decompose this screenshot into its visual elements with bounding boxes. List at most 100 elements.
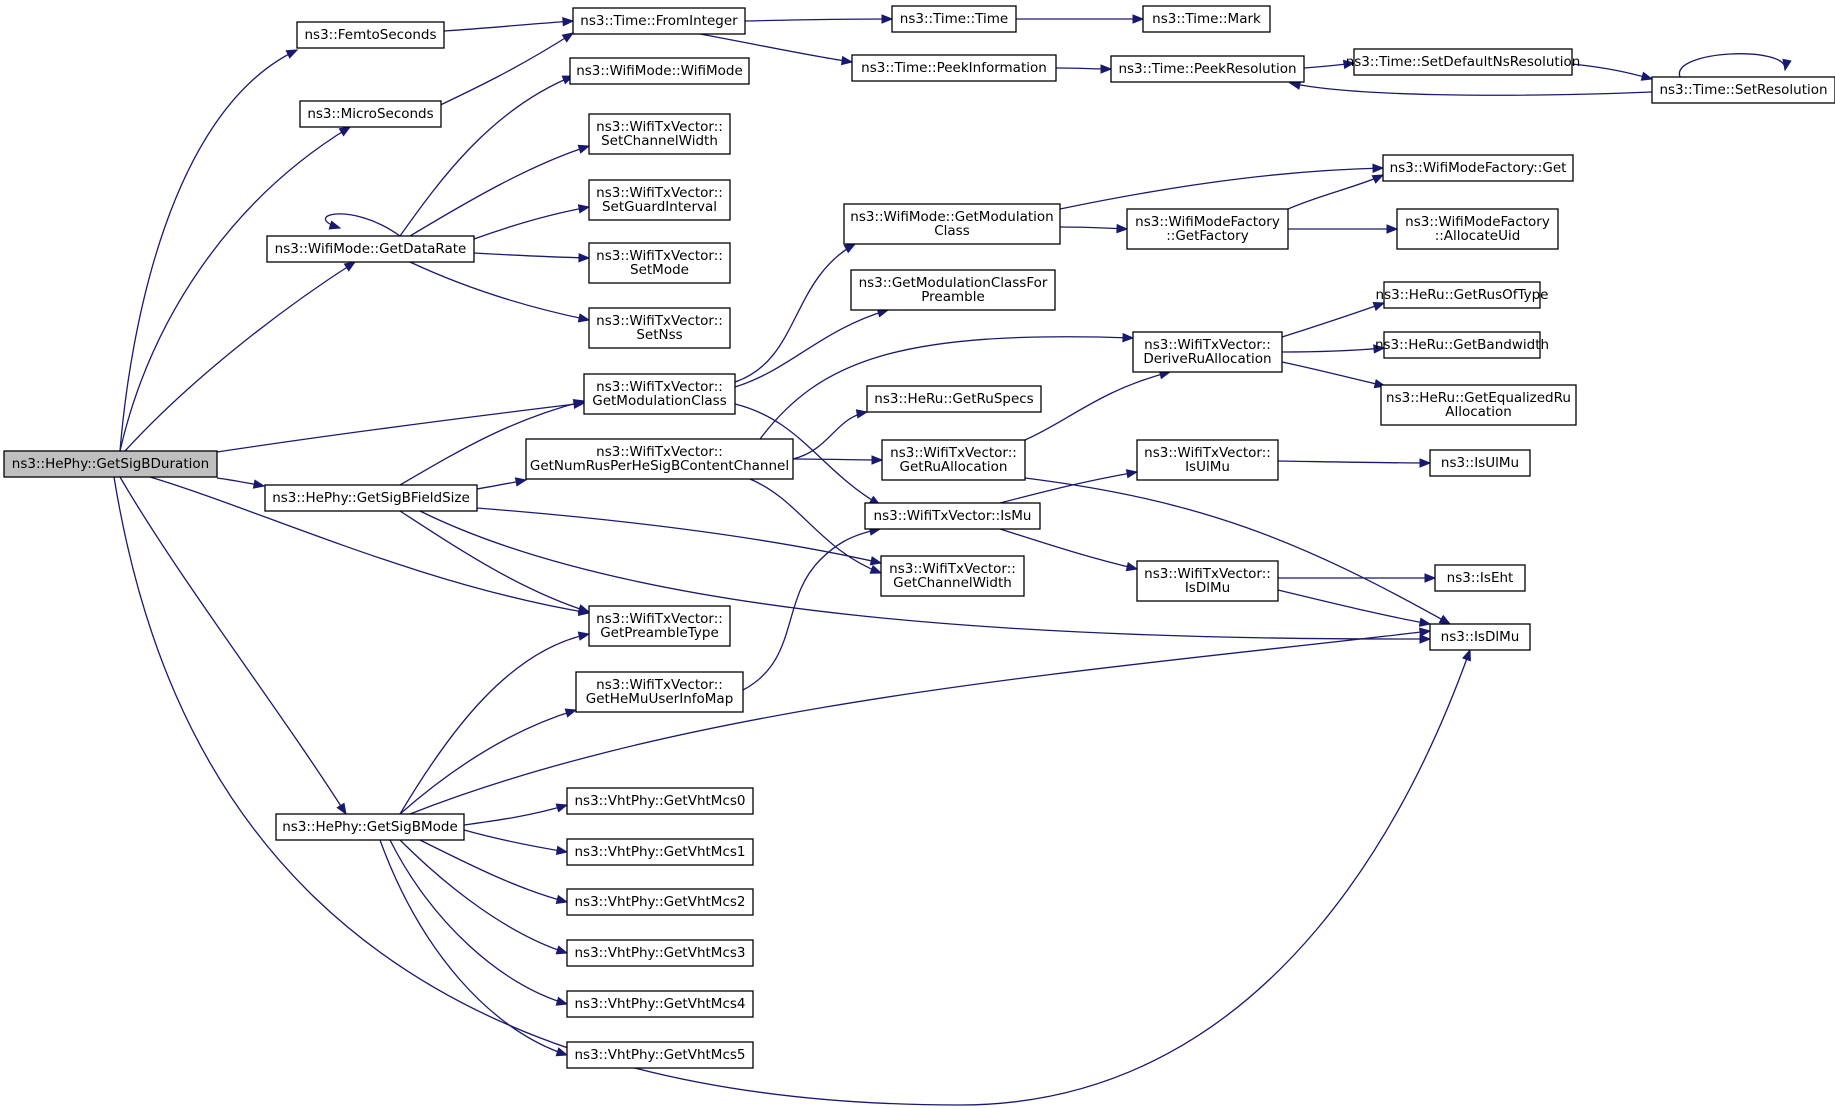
arrowhead-icon bbox=[577, 631, 591, 641]
node-getrualloc[interactable]: ns3::WifiTxVector::GetRuAllocation bbox=[881, 439, 1026, 481]
node-vht4[interactable]: ns3::VhtPhy::GetVhtMcs4 bbox=[566, 990, 754, 1018]
edge-line bbox=[1277, 460, 1431, 464]
node-box bbox=[588, 179, 731, 221]
node-getmodclass[interactable]: ns3::WifiTxVector::GetModulationClass bbox=[583, 373, 736, 415]
arrowhead-icon bbox=[1122, 332, 1135, 343]
node-wmfget[interactable]: ns3::WifiModeFactory::Get bbox=[1382, 154, 1574, 182]
edge-line bbox=[463, 829, 568, 853]
call-edge-to-isulmu bbox=[1277, 458, 1432, 468]
edge-line bbox=[1059, 167, 1384, 210]
node-setgi[interactable]: ns3::WifiTxVector::SetGuardInterval bbox=[588, 179, 731, 221]
call-edge-to-getfactory bbox=[1059, 223, 1129, 234]
node-label: ns3::WifiMode::WifiMode bbox=[576, 63, 743, 79]
node-vht1[interactable]: ns3::VhtPhy::GetVhtMcs1 bbox=[566, 838, 754, 866]
node-isulmu[interactable]: ns3::IsUlMu bbox=[1429, 449, 1531, 477]
node-microseconds[interactable]: ns3::MicroSeconds bbox=[299, 100, 442, 128]
node-timemark[interactable]: ns3::Time::Mark bbox=[1142, 5, 1271, 33]
node-vht0[interactable]: ns3::VhtPhy::GetVhtMcs0 bbox=[566, 787, 754, 815]
node-timetime[interactable]: ns3::Time::Time bbox=[891, 5, 1017, 33]
edge-line bbox=[399, 839, 568, 954]
arrowhead-icon bbox=[1418, 617, 1432, 627]
call-edge-to-isdlmu bbox=[1024, 477, 1452, 625]
node-allocuid[interactable]: ns3::WifiModeFactory::AllocateUid bbox=[1396, 208, 1559, 250]
node-box bbox=[1382, 154, 1574, 182]
call-edge-to-timetime bbox=[744, 14, 894, 24]
node-getchw[interactable]: ns3::WifiTxVector::GetChannelWidth bbox=[880, 555, 1025, 597]
node-getbw[interactable]: ns3::HeRu::GetBandwidth bbox=[1375, 331, 1549, 359]
node-isdlmu[interactable]: ns3::IsDlMu bbox=[1429, 623, 1531, 651]
node-box bbox=[566, 888, 754, 916]
call-edge-to-vht1 bbox=[463, 829, 569, 855]
node-fromint[interactable]: ns3::Time::FromInteger bbox=[572, 7, 746, 35]
node-setres[interactable]: ns3::Time::SetResolution bbox=[1651, 76, 1835, 104]
call-edge-to-deriverualloc bbox=[1024, 370, 1172, 441]
node-vht2[interactable]: ns3::VhtPhy::GetVhtMcs2 bbox=[566, 888, 754, 916]
node-vht5[interactable]: ns3::VhtPhy::GetVhtMcs5 bbox=[566, 1041, 754, 1069]
node-setmode[interactable]: ns3::WifiTxVector::SetMode bbox=[588, 242, 731, 284]
node-label: ns3::Time::SetResolution bbox=[1659, 82, 1827, 98]
edge-line bbox=[389, 839, 568, 1005]
call-edge-to-setchw bbox=[409, 144, 591, 237]
node-vht3[interactable]: ns3::VhtPhy::GetVhtMcs3 bbox=[566, 939, 754, 967]
node-setnss[interactable]: ns3::WifiTxVector::SetNss bbox=[588, 307, 731, 349]
arrowhead-icon bbox=[555, 945, 569, 955]
edge-line bbox=[113, 476, 1471, 1106]
node-label: ns3::WifiTxVector:: bbox=[596, 677, 723, 693]
node-label: ns3::WifiModeFactory::Get bbox=[1390, 160, 1567, 176]
node-box bbox=[588, 307, 731, 349]
edge-line bbox=[399, 633, 590, 815]
node-box bbox=[843, 203, 1061, 245]
node-peekres[interactable]: ns3::Time::PeekResolution bbox=[1110, 55, 1305, 83]
node-iseht[interactable]: ns3::IsEht bbox=[1434, 564, 1526, 592]
arrowhead-icon bbox=[1125, 469, 1139, 479]
edge-line bbox=[1287, 174, 1384, 210]
call-edge-to-getpreamble bbox=[399, 631, 591, 815]
node-getrusoftype[interactable]: ns3::HeRu::GetRusOfType bbox=[1376, 281, 1549, 309]
node-label: ns3::FemtoSeconds bbox=[304, 27, 436, 43]
node-getnumrus[interactable]: ns3::WifiTxVector::GetNumRusPerHeSigBCon… bbox=[525, 438, 794, 480]
node-isulmu_m[interactable]: ns3::WifiTxVector::IsUlMu bbox=[1136, 439, 1279, 481]
edge-line bbox=[409, 145, 590, 237]
node-label: ns3::WifiTxVector:: bbox=[596, 444, 723, 460]
node-setchw[interactable]: ns3::WifiTxVector::SetChannelWidth bbox=[588, 113, 731, 155]
node-peekinfo[interactable]: ns3::Time::PeekInformation bbox=[851, 54, 1057, 82]
node-getpreamble[interactable]: ns3::WifiTxVector::GetPreambleType bbox=[588, 605, 731, 647]
arrowhead-icon bbox=[1419, 634, 1432, 644]
node-label: SetNss bbox=[636, 327, 682, 343]
call-edge-to-geteqru bbox=[1281, 361, 1387, 389]
edge-line bbox=[744, 18, 893, 22]
node-ismu[interactable]: ns3::WifiTxVector::IsMu bbox=[864, 502, 1041, 530]
arrowhead-icon bbox=[1116, 223, 1129, 234]
arrowhead-icon bbox=[577, 313, 591, 323]
node-wifimode[interactable]: ns3::WifiMode::WifiMode bbox=[569, 57, 750, 85]
node-getsigbfieldsize[interactable]: ns3::HePhy::GetSigBFieldSize bbox=[264, 484, 478, 512]
node-label: SetChannelWidth bbox=[601, 133, 718, 149]
arrowhead-icon bbox=[514, 477, 528, 487]
node-getdatarate[interactable]: ns3::WifiMode::GetDataRate bbox=[266, 235, 475, 263]
node-getruspecs[interactable]: ns3::HeRu::GetRuSpecs bbox=[866, 385, 1042, 413]
node-setdefns[interactable]: ns3::Time::SetDefaultNsResolution bbox=[1346, 48, 1581, 76]
node-deriverualloc[interactable]: ns3::WifiTxVector::DeriveRuAllocation bbox=[1132, 331, 1283, 373]
node-label: SetMode bbox=[630, 262, 689, 278]
node-wmgetmodclass[interactable]: ns3::WifiMode::GetModulationClass bbox=[843, 203, 1061, 245]
node-isdlmu_m[interactable]: ns3::WifiTxVector::IsDlMu bbox=[1136, 560, 1279, 602]
call-edge-to-getmodpreamble bbox=[734, 308, 890, 388]
node-getfactory[interactable]: ns3::WifiModeFactory::GetFactory bbox=[1126, 208, 1289, 250]
node-femtoseconds[interactable]: ns3::FemtoSeconds bbox=[296, 21, 445, 49]
arrowhead-icon bbox=[855, 409, 869, 419]
node-gethemu[interactable]: ns3::WifiTxVector::GetHeMuUserInfoMap bbox=[575, 671, 744, 713]
arrowhead-icon bbox=[869, 564, 883, 574]
arrowhead-icon bbox=[1371, 174, 1385, 184]
node-label: ns3::WifiTxVector:: bbox=[596, 379, 723, 395]
edge-line bbox=[1281, 302, 1385, 338]
node-box bbox=[864, 502, 1041, 530]
node-getsigbduration[interactable]: ns3::HePhy::GetSigBDuration bbox=[3, 450, 218, 478]
node-box bbox=[880, 555, 1025, 597]
node-getsigbmode[interactable]: ns3::HePhy::GetSigBMode bbox=[275, 813, 465, 841]
node-box bbox=[566, 1041, 754, 1069]
node-label: ns3::VhtPhy::GetVhtMcs2 bbox=[575, 894, 746, 910]
call-edge-to-peekres bbox=[1288, 80, 1653, 96]
node-label: ns3::VhtPhy::GetVhtMcs3 bbox=[575, 945, 746, 961]
